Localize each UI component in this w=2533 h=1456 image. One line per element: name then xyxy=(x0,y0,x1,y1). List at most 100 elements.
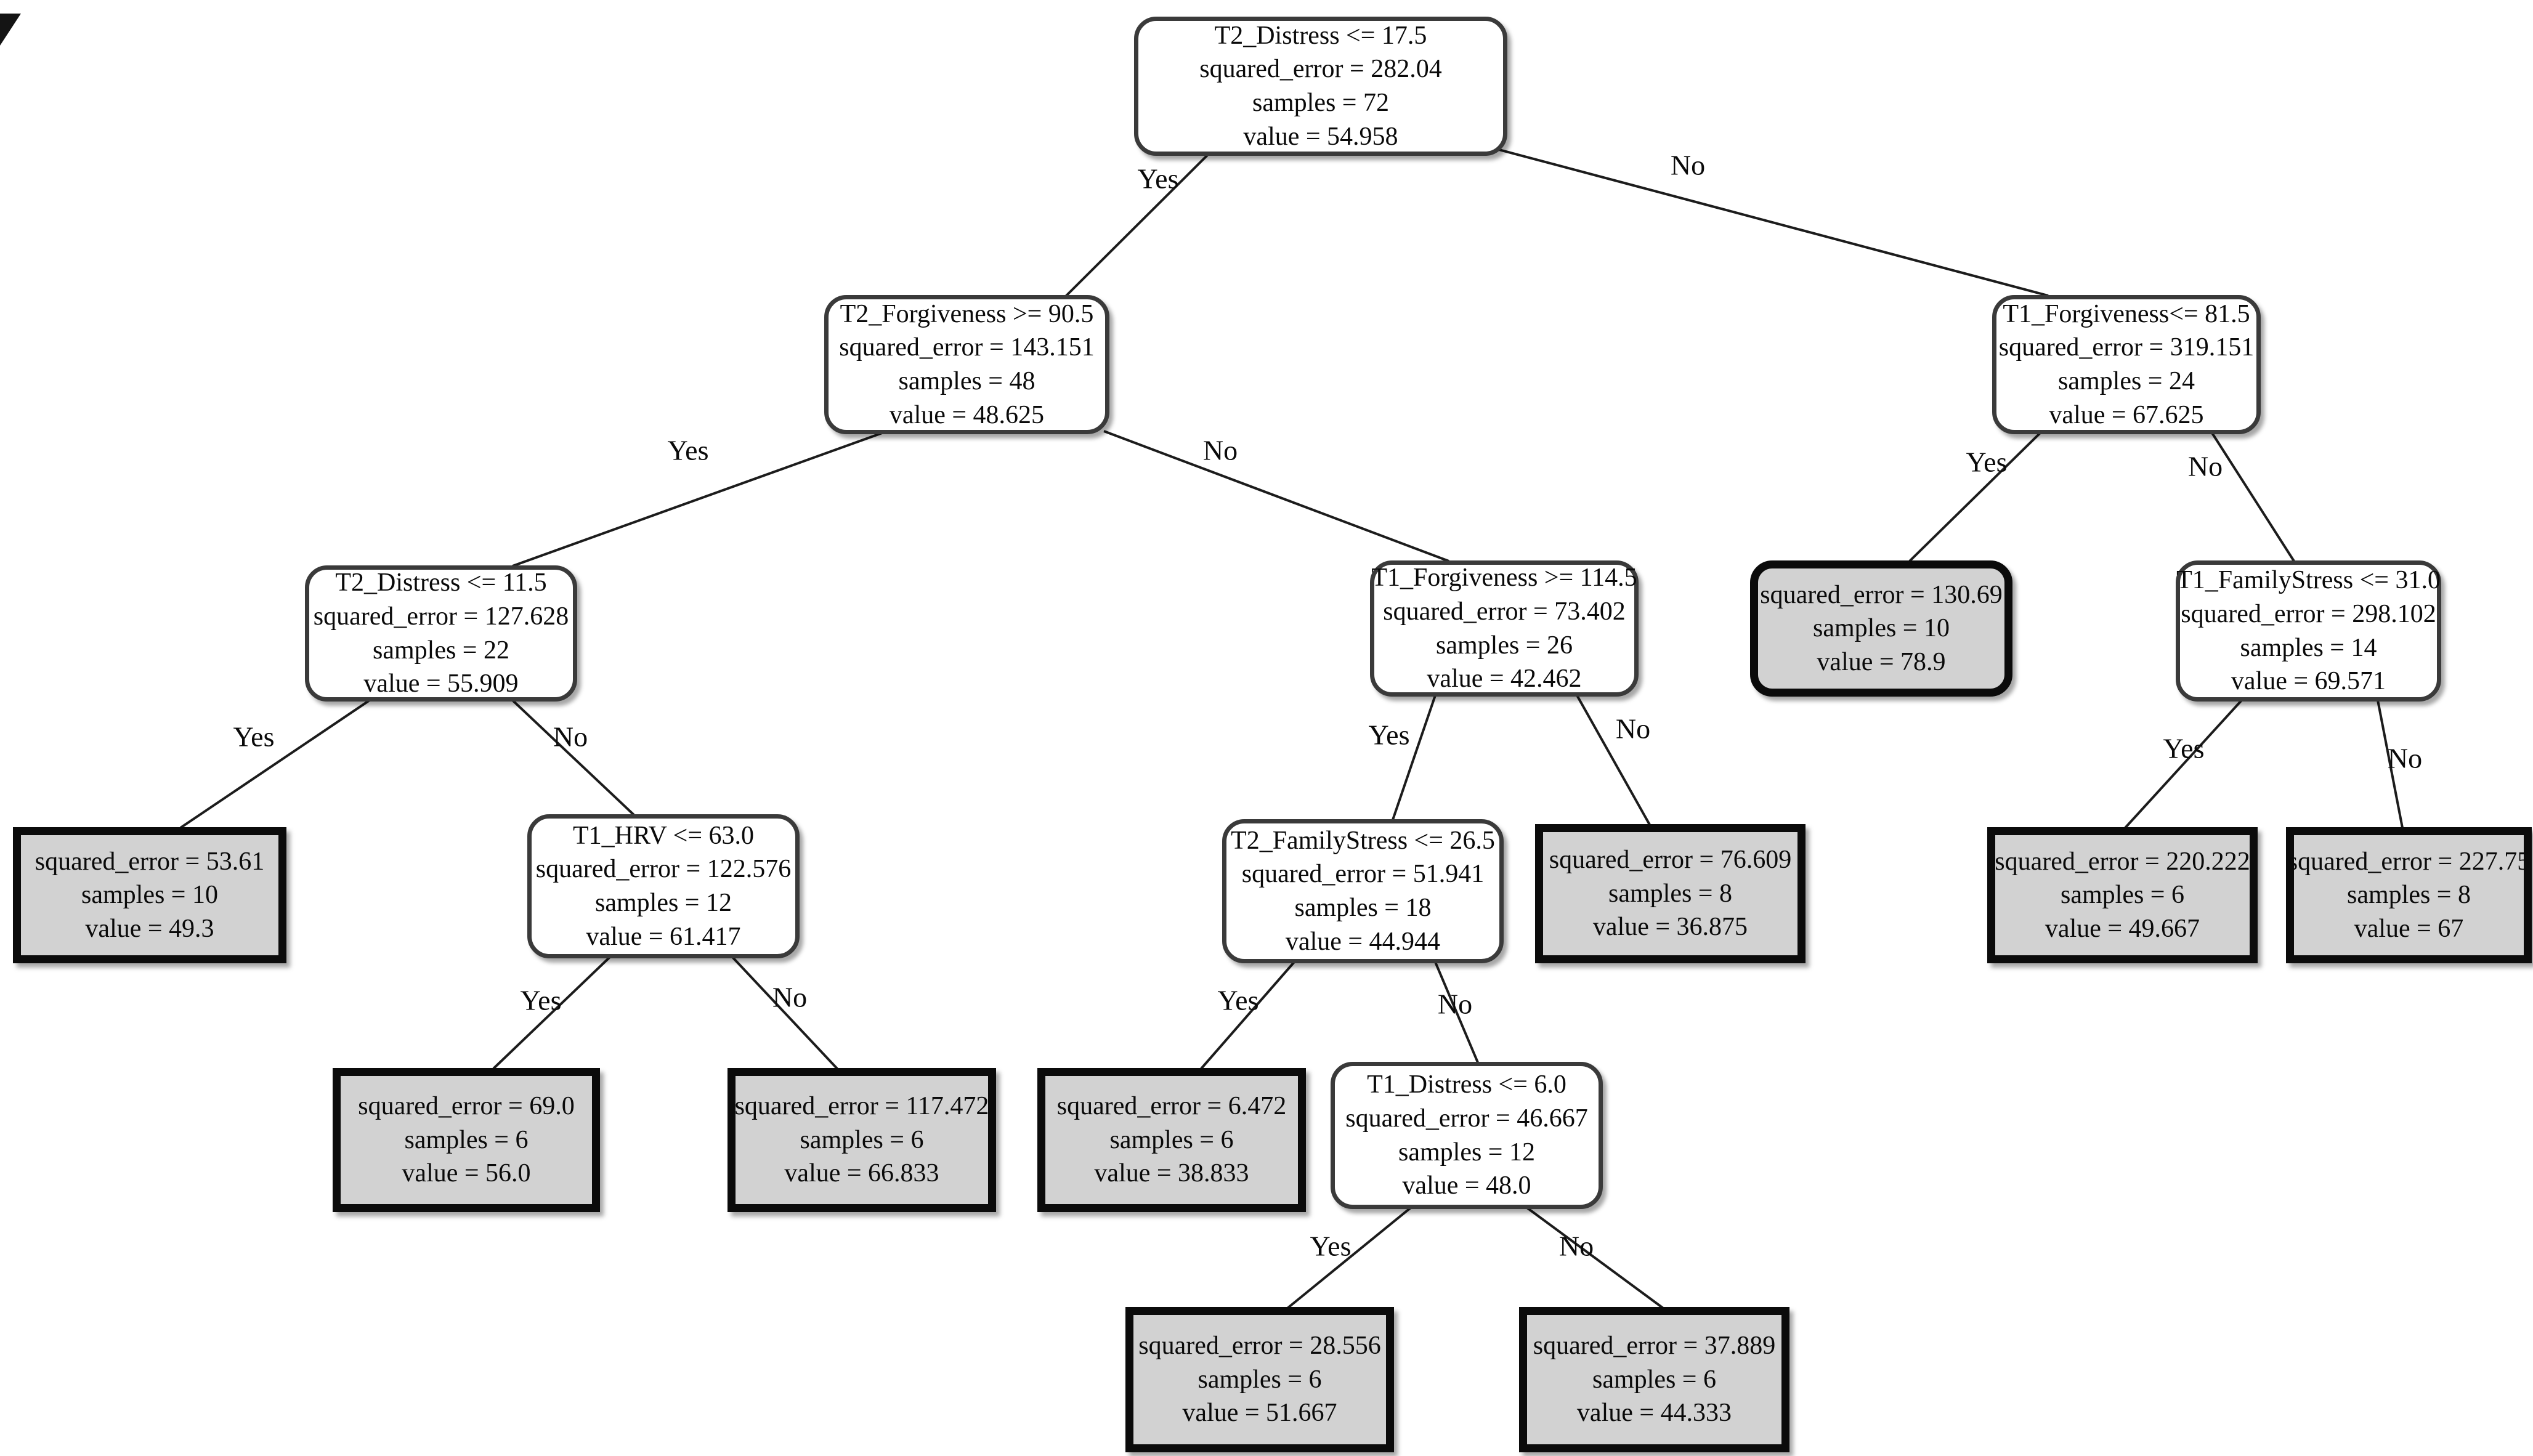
node-line: squared_error = 122.576 xyxy=(535,855,792,884)
edge-label-yes: Yes xyxy=(1368,719,1410,751)
tree-node-t1-forgiveness-81-5: T1_Forgiveness<= 81.5 squared_error = 319… xyxy=(1992,295,2261,434)
node-line: squared_error = 53.61 xyxy=(34,847,265,876)
node-line: value = 51.667 xyxy=(1182,1399,1337,1428)
node-line: samples = 12 xyxy=(595,889,732,917)
node-line: value = 61.417 xyxy=(586,922,741,951)
node-line: samples = 6 xyxy=(1592,1365,1716,1394)
tree-edge-t1-distress-6-0-leaf-37-889 xyxy=(1526,1207,1664,1309)
node-line: samples = 22 xyxy=(373,636,509,665)
node-line: squared_error = 37.889 xyxy=(1533,1332,1776,1361)
edge-label-no: No xyxy=(1202,434,1238,466)
edge-label-no: No xyxy=(1558,1230,1594,1262)
tree-edge-t1-hrv-63-0-leaf-69-0 xyxy=(492,956,611,1070)
node-line: squared_error = 298.102 xyxy=(2181,599,2436,628)
node-line: squared_error = 143.151 xyxy=(839,333,1095,362)
node-line: T2_FamilyStress <= 26.5 xyxy=(1231,826,1495,855)
edge-label-yes: Yes xyxy=(1966,446,2008,478)
tree-edge-t1-forgiveness-114-5-t2-familystress-26-5 xyxy=(1392,695,1437,820)
node-line: value = 49.667 xyxy=(2045,914,2200,943)
tree-edge-t1-forgiveness-81-5-leaf-130-69 xyxy=(1908,432,2041,562)
edge-label-no: No xyxy=(772,981,808,1013)
node-line: squared_error = 76.609 xyxy=(1549,846,1792,875)
node-line: value = 42.462 xyxy=(1427,665,1582,694)
node-line: value = 49.3 xyxy=(85,914,214,943)
edge-label-yes: Yes xyxy=(1310,1230,1352,1262)
node-line: squared_error = 73.402 xyxy=(1383,597,1626,626)
node-line: samples = 6 xyxy=(2061,881,2184,910)
node-line: squared_error = 6.472 xyxy=(1056,1092,1287,1121)
tree-node-t1-hrv-63-0: T1_HRV <= 63.0 squared_error = 122.576 sam… xyxy=(527,814,800,958)
node-line: samples = 72 xyxy=(1252,89,1389,117)
node-line: value = 69.571 xyxy=(2231,667,2386,696)
node-line: samples = 10 xyxy=(1813,614,1950,643)
tree-node-t1-familystress-31-0: T1_FamilyStress <= 31.0 squared_error = 2… xyxy=(2176,560,2441,702)
node-line: value = 48.625 xyxy=(889,400,1045,429)
node-line: samples = 6 xyxy=(800,1125,924,1154)
node-line: value = 67 xyxy=(2354,914,2464,943)
tree-edge-t1-distress-6-0-leaf-28-556 xyxy=(1286,1207,1412,1309)
node-line: samples = 8 xyxy=(2347,881,2471,910)
node-line: T1_Forgiveness<= 81.5 xyxy=(2003,299,2250,328)
node-line: squared_error = 220.222 xyxy=(1995,847,2250,876)
node-line: value = 55.909 xyxy=(363,669,519,698)
tree-edge-t1-forgiveness-81-5-t1-familystress-31-0 xyxy=(2211,432,2295,562)
node-line: squared_error = 69.0 xyxy=(358,1092,575,1121)
tree-edge-t1-hrv-63-0-leaf-117-472 xyxy=(731,956,838,1070)
node-line: samples = 12 xyxy=(1398,1138,1535,1167)
node-line: samples = 6 xyxy=(1109,1125,1234,1154)
node-line: T2_Distress <= 17.5 xyxy=(1214,21,1427,50)
node-line: squared_error = 127.628 xyxy=(313,602,569,631)
tree-edge-t1-familystress-31-0-leaf-227-75 xyxy=(2377,700,2404,828)
node-line: T1_HRV <= 63.0 xyxy=(572,821,755,850)
node-line: squared_error = 117.472 xyxy=(734,1092,989,1121)
tree-edge-root-t2-forgiveness-90-5 xyxy=(1064,154,1209,297)
tree-node-leaf-130-69: squared_error = 130.69 samples = 10 value … xyxy=(1750,560,2012,697)
edge-label-yes: Yes xyxy=(520,984,562,1016)
scan-artifact-mark xyxy=(0,14,21,46)
edge-label-yes: Yes xyxy=(667,434,709,466)
node-line: squared_error = 130.69 xyxy=(1760,580,2003,609)
edge-label-yes: Yes xyxy=(1217,984,1259,1016)
node-line: value = 44.944 xyxy=(1285,927,1441,956)
node-line: squared_error = 28.556 xyxy=(1138,1332,1381,1361)
node-line: samples = 6 xyxy=(1198,1365,1322,1394)
node-line: value = 38.833 xyxy=(1094,1159,1249,1188)
node-line: samples = 26 xyxy=(1436,631,1573,660)
edge-label-no: No xyxy=(2387,742,2423,774)
node-line: squared_error = 46.667 xyxy=(1345,1104,1588,1133)
edge-label-no: No xyxy=(1615,713,1651,745)
node-line: samples = 6 xyxy=(404,1125,529,1154)
node-line: samples = 14 xyxy=(2240,633,2377,662)
node-line: samples = 24 xyxy=(2058,367,2195,395)
tree-node-leaf-227-75: squared_error = 227.75 samples = 8 value =… xyxy=(2286,827,2532,963)
node-line: squared_error = 319.151 xyxy=(1998,333,2255,362)
node-line: value = 54.958 xyxy=(1243,122,1398,151)
node-line: squared_error = 282.04 xyxy=(1199,55,1442,84)
tree-node-leaf-28-556: squared_error = 28.556 samples = 6 value =… xyxy=(1125,1307,1394,1452)
tree-edge-t2-distress-11-5-t1-hrv-63-0 xyxy=(511,699,635,816)
node-line: squared_error = 227.75 xyxy=(2287,847,2531,876)
edge-label-yes: Yes xyxy=(1137,163,1179,195)
edge-label-no: No xyxy=(2187,450,2223,482)
node-line: T1_FamilyStress <= 31.0 xyxy=(2176,566,2441,595)
tree-edge-t2-familystress-26-5-t1-distress-6-0 xyxy=(1434,961,1479,1063)
tree-edge-t1-familystress-31-0-leaf-220-222 xyxy=(2124,699,2243,829)
node-line: value = 48.0 xyxy=(1402,1171,1531,1200)
tree-edge-t2-forgiveness-90-5-t1-forgiveness-114-5 xyxy=(1103,430,1449,562)
tree-edge-root-t1-forgiveness-81-5 xyxy=(1482,144,2049,297)
node-line: value = 67.625 xyxy=(2049,400,2204,429)
edge-label-no: No xyxy=(1670,149,1706,181)
node-line: value = 78.9 xyxy=(1817,647,1946,676)
node-line: samples = 48 xyxy=(898,367,1035,395)
